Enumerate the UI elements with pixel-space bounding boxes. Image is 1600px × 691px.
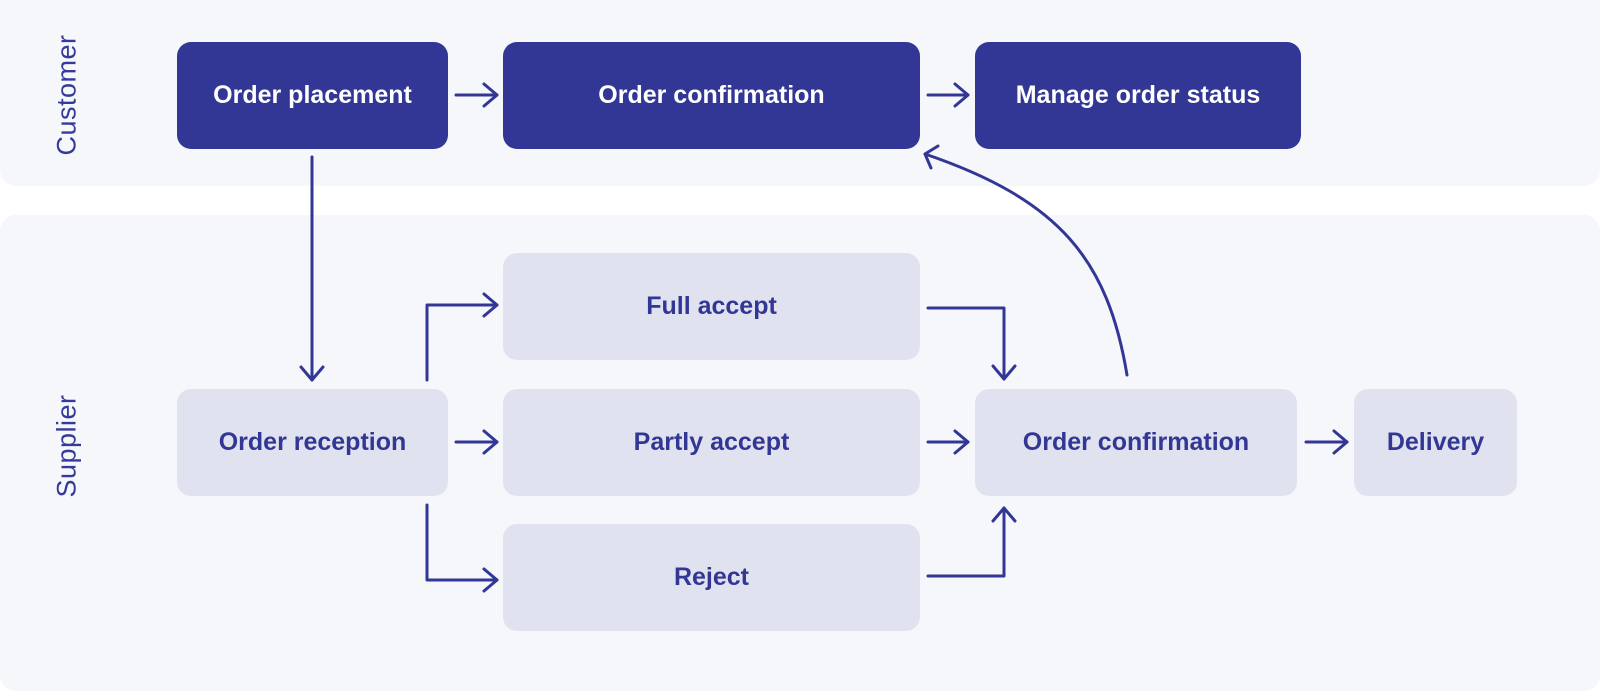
node-full-accept-label: Full accept (646, 292, 777, 320)
node-manage-order-status-label: Manage order status (1015, 81, 1261, 109)
node-delivery-label: Delivery (1386, 428, 1485, 456)
node-order-confirmation-customer-label: Order confirmation (598, 81, 825, 109)
edge-reception-to-partly-accept (454, 429, 499, 455)
edge-supplier-confirmation-to-customer-confirmation (923, 144, 1129, 377)
node-reject-label: Reject (673, 563, 750, 591)
edge-confirmation-to-delivery (1304, 429, 1349, 455)
node-delivery[interactable]: Delivery (1354, 389, 1517, 496)
node-order-placement[interactable]: Order placement (177, 42, 448, 149)
node-order-confirmation-supplier[interactable]: Order confirmation (975, 389, 1297, 496)
node-order-placement-label: Order placement (213, 81, 412, 109)
node-reject[interactable]: Reject (503, 524, 920, 631)
node-manage-order-status[interactable]: Manage order status (975, 42, 1301, 149)
edge-reception-to-full-accept (425, 292, 499, 382)
edge-reject-to-confirmation (926, 506, 1017, 578)
connectors (299, 82, 1349, 593)
node-order-confirmation-customer[interactable]: Order confirmation (503, 42, 920, 149)
edge-placement-to-reception (299, 155, 325, 382)
node-order-reception[interactable]: Order reception (177, 389, 448, 496)
node-order-reception-label: Order reception (218, 428, 407, 456)
node-order-confirmation-supplier-label: Order confirmation (1022, 428, 1250, 456)
edge-confirmation-to-manage-status (926, 82, 970, 108)
edge-full-accept-to-confirmation (926, 306, 1017, 381)
edge-placement-to-confirmation (454, 82, 499, 108)
node-partly-accept-label: Partly accept (633, 428, 790, 456)
edge-reception-to-reject (425, 503, 499, 593)
node-full-accept[interactable]: Full accept (503, 253, 920, 360)
edge-partly-accept-to-confirmation (926, 429, 970, 455)
node-partly-accept[interactable]: Partly accept (503, 389, 920, 496)
